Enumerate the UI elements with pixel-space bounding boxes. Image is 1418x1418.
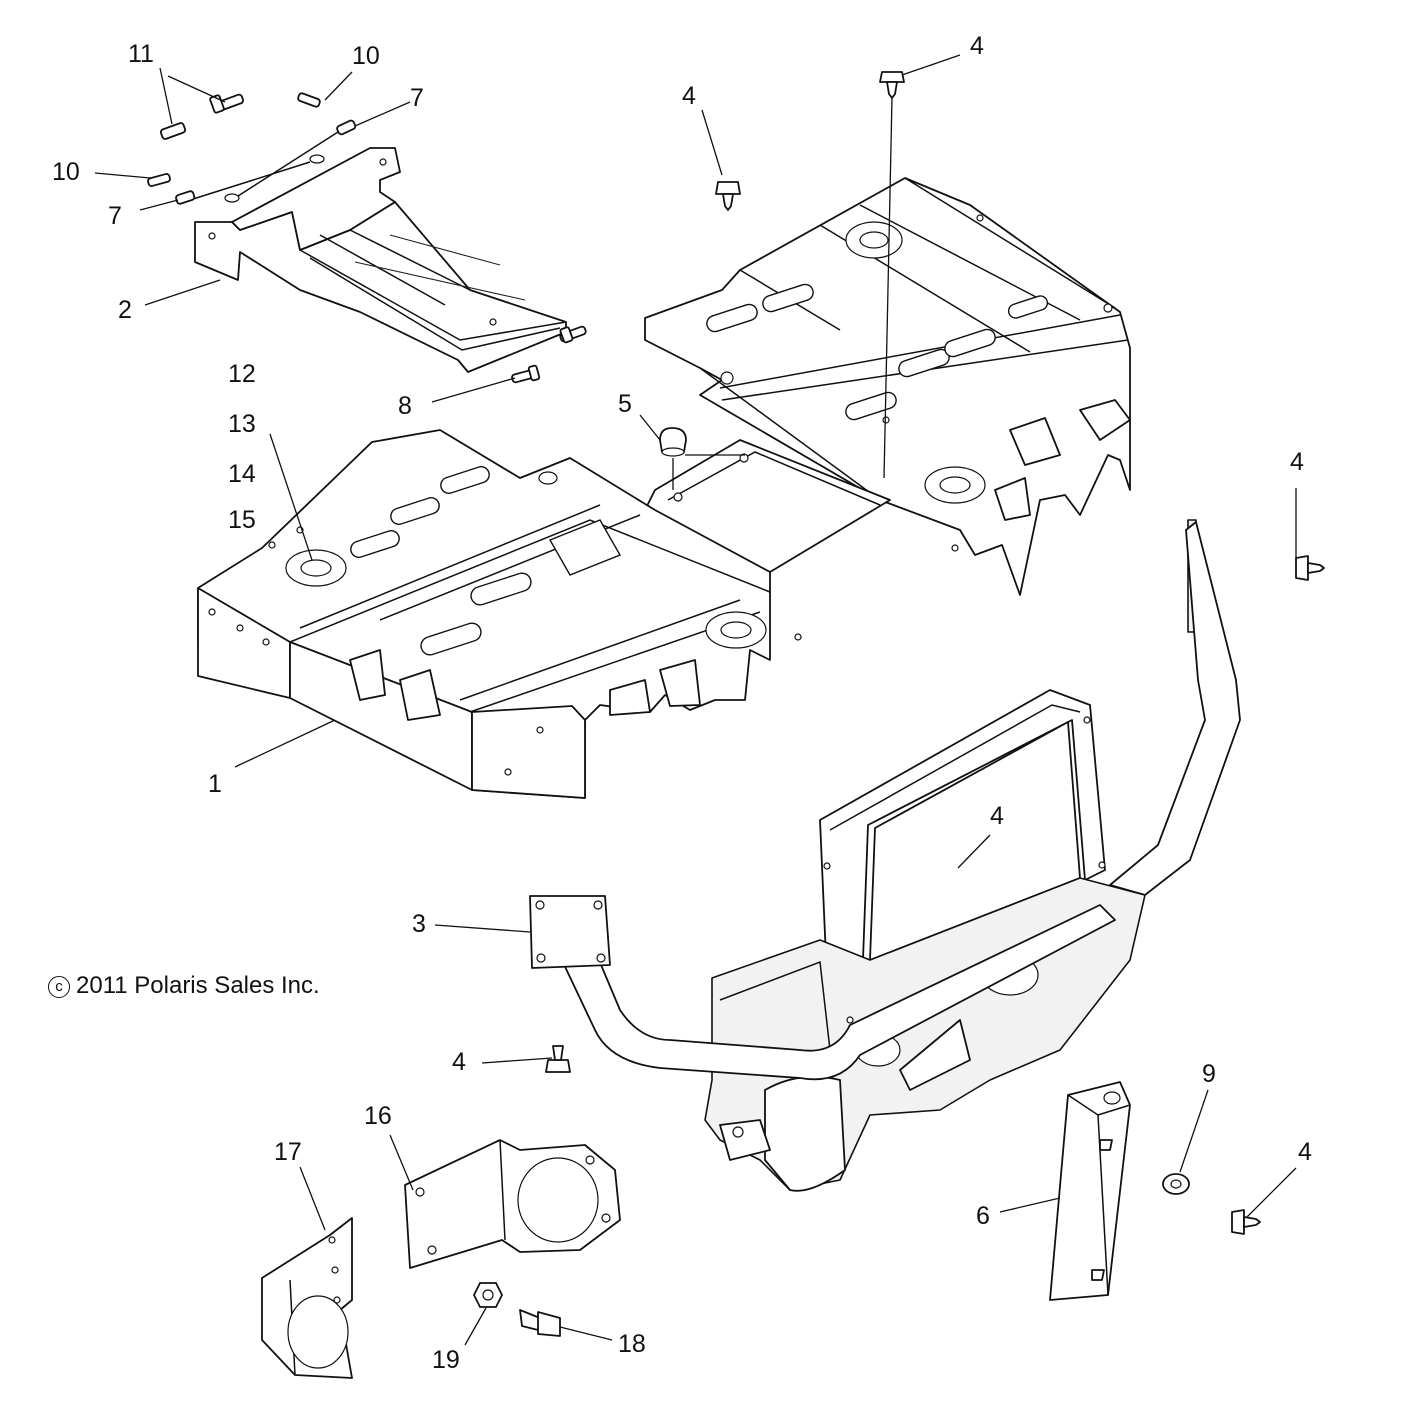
callout-7: 7	[108, 202, 122, 230]
callout-4: 4	[682, 82, 696, 110]
part-7-cables	[175, 119, 357, 205]
part-1-frame	[197, 177, 1131, 799]
part-18-bolt	[519, 1309, 561, 1337]
callout-4: 4	[1298, 1138, 1312, 1166]
copyright-text: 2011 Polaris Sales Inc.	[76, 972, 320, 999]
callout-4: 4	[970, 32, 984, 60]
callout-16: 16	[364, 1102, 392, 1130]
copyright-notice: c 2011 Polaris Sales Inc.	[48, 972, 320, 1000]
callout-11: 11	[128, 40, 154, 68]
callout-6: 6	[976, 1202, 990, 1230]
part-3-mount-plate	[529, 895, 611, 969]
part-17-bracket	[261, 1217, 353, 1379]
callout-17: 17	[274, 1138, 302, 1166]
callout-14: 14	[228, 460, 256, 488]
fasteners-10-11	[147, 92, 321, 187]
callout-19: 19	[432, 1346, 460, 1374]
callout-13: 13	[228, 410, 256, 438]
callout-18: 18	[618, 1330, 646, 1358]
callout-10: 10	[52, 158, 80, 186]
part-16-bracket	[404, 1139, 621, 1269]
callout-12: 12	[228, 360, 256, 388]
part-2-skid-plate	[194, 147, 567, 373]
part-9-washer	[1162, 1173, 1190, 1195]
callout-7: 7	[410, 84, 424, 112]
callout-5: 5	[618, 390, 632, 418]
part-8-bolts	[511, 325, 587, 384]
part-6-guard	[1049, 1081, 1131, 1301]
part-19-nut	[473, 1282, 503, 1308]
callout-8: 8	[398, 392, 412, 420]
callout-4: 4	[452, 1048, 466, 1076]
callout-4: 4	[1290, 448, 1304, 476]
callout-9: 9	[1202, 1060, 1216, 1088]
part-5-plug	[659, 427, 687, 490]
callout-3: 3	[412, 910, 426, 938]
callout-15: 15	[228, 506, 256, 534]
copyright-symbol: c	[48, 976, 70, 998]
front-bumper-assembly	[544, 519, 1241, 1192]
callout-10: 10	[352, 42, 380, 70]
callout-2: 2	[118, 296, 132, 324]
callout-1: 1	[208, 770, 222, 798]
leader-lines	[94, 54, 1297, 1346]
callout-4: 4	[990, 802, 1004, 830]
